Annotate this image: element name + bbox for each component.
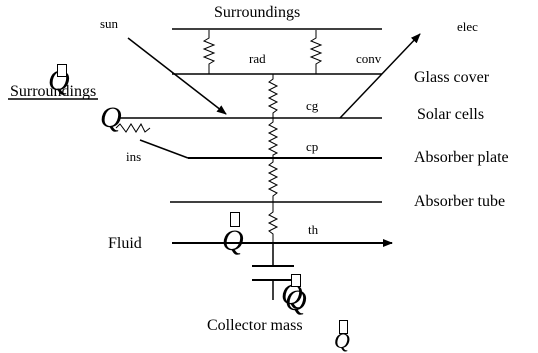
rad-label: rad bbox=[249, 51, 266, 66]
elec-label: elec bbox=[457, 19, 478, 34]
q-symbol-mass: Q bbox=[281, 278, 303, 311]
absorber-tube-label: Absorber tube bbox=[414, 193, 506, 210]
overdot-box bbox=[230, 212, 240, 227]
resistor-cp bbox=[267, 118, 279, 158]
q-symbol-ins: Q bbox=[100, 101, 122, 134]
absorber-plate-label: Absorber plate bbox=[414, 149, 509, 166]
q-symbol-fluid: Q bbox=[222, 224, 244, 257]
q-symbol-bottom: Q bbox=[334, 328, 350, 353]
fluid-label: Fluid bbox=[108, 235, 142, 252]
surroundings-top-label: Surroundings bbox=[214, 4, 301, 21]
glass-cover-label: Glass cover bbox=[414, 69, 490, 86]
ins-label: ins bbox=[126, 149, 142, 164]
surroundings-left-label: Surroundings bbox=[10, 83, 97, 100]
resistor-rad bbox=[202, 30, 216, 74]
collector-mass-label: Collector mass bbox=[207, 317, 303, 334]
conv-label: conv bbox=[356, 51, 382, 66]
elec-arrow bbox=[339, 33, 421, 119]
resistor-plate-tube bbox=[267, 158, 279, 202]
sun-arrow bbox=[127, 37, 227, 115]
solar-cells-label: Solar cells bbox=[417, 106, 485, 123]
q-symbol-mass-overlay: Q bbox=[285, 284, 307, 317]
cg-label: cg bbox=[306, 98, 319, 113]
overdot-box bbox=[57, 64, 67, 77]
resistor-th bbox=[267, 202, 279, 243]
sun-label: sun bbox=[100, 16, 119, 31]
overdot-box bbox=[339, 320, 348, 334]
ins-line bbox=[139, 139, 189, 159]
resistor-conv bbox=[309, 30, 323, 74]
cp-label: cp bbox=[306, 139, 319, 154]
resistor-cg bbox=[267, 74, 279, 118]
resistor-ins bbox=[115, 122, 151, 133]
th-label: th bbox=[308, 222, 319, 237]
overdot-box bbox=[291, 274, 301, 287]
